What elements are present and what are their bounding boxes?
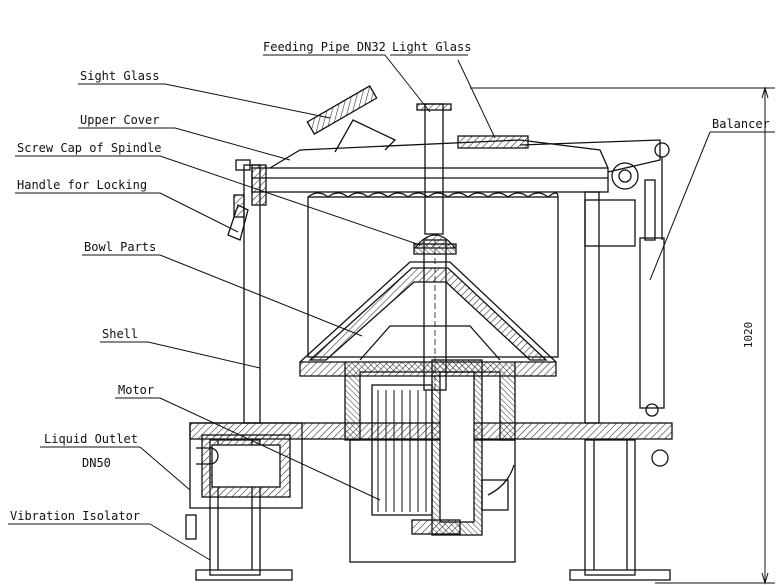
label-feeding-pipe: Feeding Pipe DN32 bbox=[263, 40, 386, 54]
height-value: 1020 bbox=[742, 322, 755, 349]
height-dimension bbox=[470, 86, 775, 585]
label-liquid-outlet: Liquid Outlet bbox=[44, 432, 138, 446]
frame-left bbox=[227, 159, 261, 424]
machine-drawing bbox=[185, 85, 673, 581]
label-screw-cap: Screw Cap of Spindle bbox=[17, 141, 162, 155]
label-sight-glass: Sight Glass bbox=[80, 69, 159, 83]
light-glass bbox=[457, 135, 529, 149]
feeding-pipe bbox=[416, 103, 452, 235]
label-upper-cover: Upper Cover bbox=[80, 113, 159, 127]
bowl-parts bbox=[299, 261, 557, 441]
balancer bbox=[639, 142, 670, 467]
label-bowl-parts: Bowl Parts bbox=[84, 240, 156, 254]
label-light-glass: Light Glass bbox=[392, 40, 471, 54]
shell bbox=[307, 192, 559, 358]
label-motor: Motor bbox=[118, 383, 154, 397]
frame-right bbox=[519, 139, 661, 424]
right-foot bbox=[569, 439, 671, 581]
spindle bbox=[413, 234, 457, 391]
sight-glass bbox=[306, 85, 397, 153]
label-balancer: Balancer bbox=[712, 117, 770, 131]
label-vibration-isolator: Vibration Isolator bbox=[10, 509, 140, 523]
label-handle-locking: Handle for Locking bbox=[17, 178, 147, 192]
liquid-outlet-box bbox=[185, 422, 303, 540]
label-shell: Shell bbox=[102, 327, 138, 341]
leader-lines bbox=[8, 54, 775, 561]
motor bbox=[371, 359, 515, 536]
label-liquid-outlet-size: DN50 bbox=[82, 456, 111, 470]
